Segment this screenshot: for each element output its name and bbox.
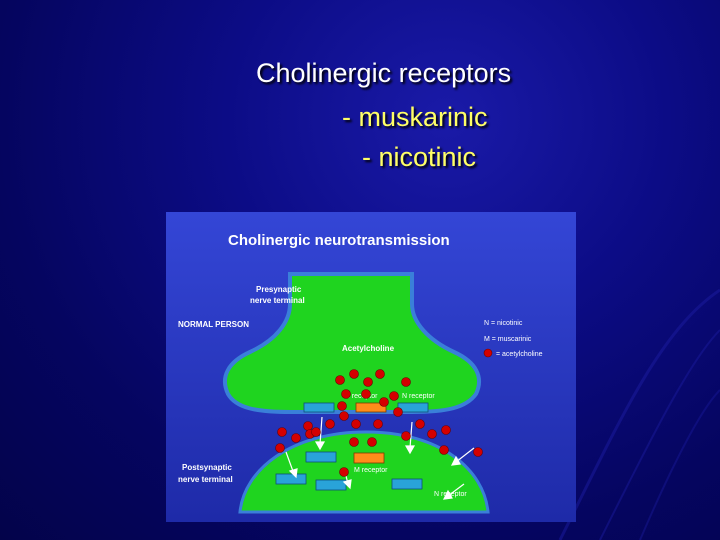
ach-dot	[363, 377, 373, 387]
postsynaptic-terminal-shape	[238, 430, 490, 514]
legend-muscarinic: M = muscarinic	[484, 336, 532, 343]
legend-acetylcholine: = acetylcholine	[496, 351, 543, 358]
postsynaptic-label-line1: Postsynaptic	[182, 463, 232, 472]
presynaptic-label-line1: Presynaptic	[256, 285, 302, 294]
ach-dot	[339, 411, 349, 421]
ach-dot	[277, 427, 287, 437]
presynaptic-label-line2: nerve terminal	[250, 296, 305, 305]
ach-dot	[349, 437, 359, 447]
cholinergic-neurotransmission-figure: Cholinergic neurotransmission Presynapti…	[166, 212, 576, 522]
ach-dot	[439, 445, 449, 455]
postsynaptic-n-receptor-1	[305, 451, 337, 463]
ach-dot	[291, 433, 301, 443]
m-receptor-top-label: M receptor	[344, 393, 378, 400]
slide-title: Cholinergic receptors	[256, 58, 512, 88]
normal-person-label: NORMAL PERSON	[178, 320, 249, 329]
n-receptor-top-label: N receptor	[402, 393, 435, 400]
ach-dot	[337, 401, 347, 411]
m-receptor-bottom-label: M receptor	[354, 467, 388, 474]
ach-dot	[361, 389, 371, 399]
ach-dot	[375, 369, 385, 379]
legend-ach-dot	[483, 348, 493, 358]
ach-dot	[351, 419, 361, 429]
ach-dot	[393, 407, 403, 417]
acetylcholine-molecules	[275, 369, 483, 477]
ach-dot	[441, 425, 451, 435]
ach-dot	[427, 429, 437, 439]
ach-dot	[373, 419, 383, 429]
legend-nicotinic: N = nicotinic	[484, 320, 523, 327]
ach-dot	[415, 419, 425, 429]
ach-dot	[401, 431, 411, 441]
ach-dot	[335, 375, 345, 385]
ach-dot	[473, 447, 483, 457]
postsynaptic-n-receptor-4	[391, 478, 423, 490]
ach-dot	[341, 389, 351, 399]
slide-item-muskarinic: - muskarinic	[342, 102, 488, 132]
ach-dot	[311, 427, 321, 437]
ach-dot	[325, 419, 335, 429]
presynaptic-m-receptor	[355, 402, 387, 413]
ach-dot	[349, 369, 359, 379]
slide-item-nicotinic: - nicotinic	[362, 142, 477, 172]
ach-dot	[303, 421, 313, 431]
ach-dot	[367, 437, 377, 447]
postsynaptic-label-line2: nerve terminal	[178, 475, 233, 484]
presynaptic-n-receptor-left	[303, 402, 335, 413]
ach-dot	[379, 397, 389, 407]
acetylcholine-label: Acetylcholine	[342, 344, 395, 353]
ach-dot	[389, 391, 399, 401]
postsynaptic-n-receptor-2	[275, 473, 307, 485]
postsynaptic-n-receptor-3	[315, 479, 347, 491]
ach-dot	[275, 443, 285, 453]
postsynaptic-m-receptor	[353, 452, 385, 464]
ach-dot	[339, 467, 349, 477]
ach-dot	[401, 377, 411, 387]
figure-title: Cholinergic neurotransmission	[228, 232, 450, 249]
